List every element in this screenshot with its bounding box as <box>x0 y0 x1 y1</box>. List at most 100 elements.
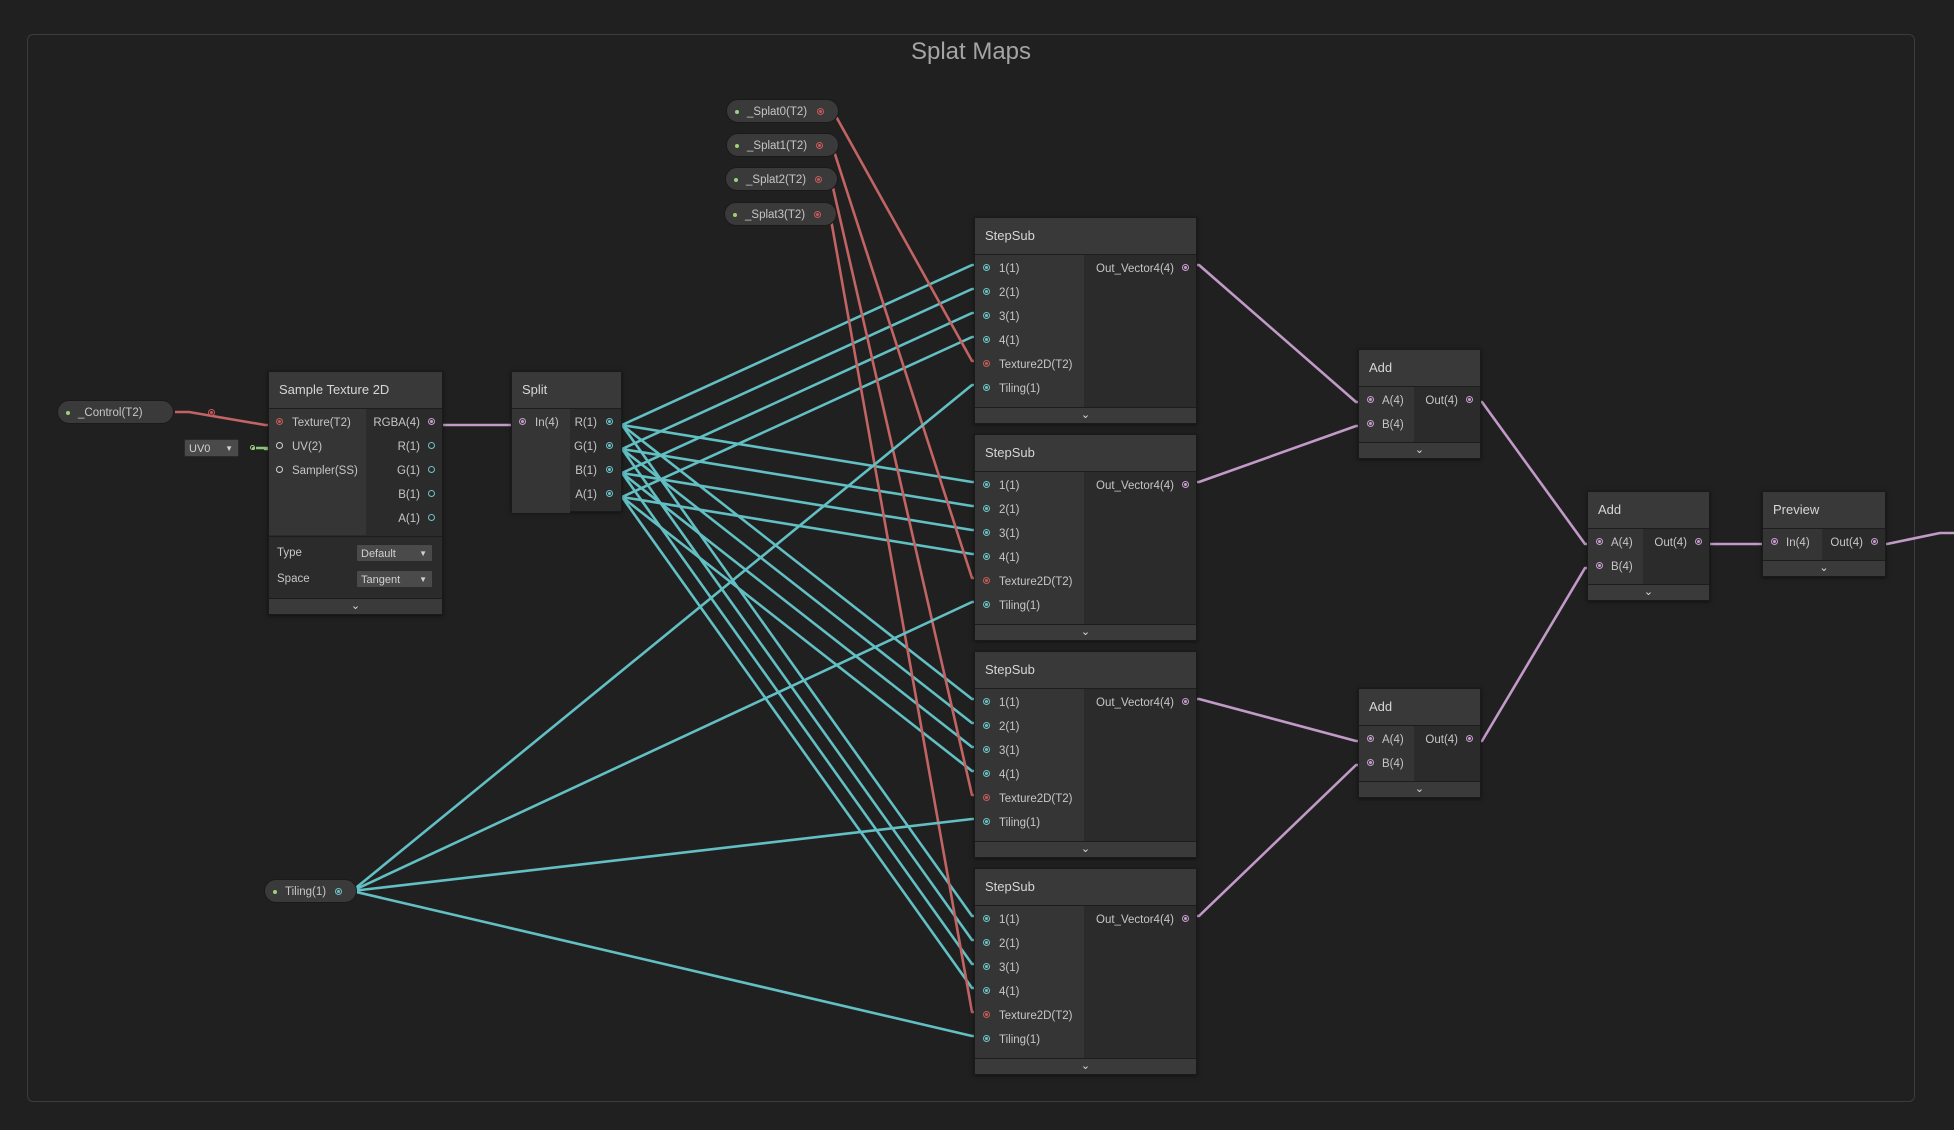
input-port-icon[interactable] <box>983 601 990 608</box>
node-title[interactable]: StepSub <box>975 652 1196 689</box>
stepsub-node-2[interactable]: StepSub 1(1) 2(1) 3(1) 4(1) Texture2D(T2… <box>974 434 1197 641</box>
input-port-icon[interactable] <box>983 818 990 825</box>
output-port-icon[interactable] <box>1182 698 1189 705</box>
wire-tiling-stepsub[interactable] <box>338 817 986 893</box>
wire-split-stepsub[interactable] <box>608 287 986 451</box>
input-port-icon[interactable] <box>983 553 990 560</box>
wire-split-stepsub[interactable] <box>608 495 986 990</box>
input-port-icon[interactable] <box>983 529 990 536</box>
input-port-icon[interactable] <box>276 466 283 473</box>
output-port-icon[interactable] <box>428 514 435 521</box>
node-title[interactable]: Split <box>512 372 621 409</box>
node-title[interactable]: StepSub <box>975 218 1196 255</box>
output-port-icon[interactable] <box>606 466 613 473</box>
node-collapse-button[interactable]: ⌄ <box>269 598 442 614</box>
input-port-icon[interactable] <box>983 312 990 319</box>
output-port-icon[interactable] <box>816 142 823 149</box>
input-port-icon[interactable] <box>983 722 990 729</box>
wire-split-stepsub[interactable] <box>608 335 986 499</box>
node-title[interactable]: Preview <box>1763 492 1885 529</box>
input-port-icon[interactable] <box>983 915 990 922</box>
wire-add-add[interactable] <box>1468 566 1599 743</box>
wire-split-stepsub[interactable] <box>608 447 986 725</box>
uv-channel-dropdown[interactable]: UV0 ▼ <box>184 439 239 457</box>
sample-texture-2d-node[interactable]: Sample Texture 2D Texture(T2) UV(2) Samp… <box>268 371 443 615</box>
input-port-icon[interactable] <box>983 481 990 488</box>
wire-tiling-stepsub[interactable] <box>338 889 986 1038</box>
node-title[interactable]: Add <box>1588 492 1709 529</box>
input-port-icon[interactable] <box>983 746 990 753</box>
input-port-icon[interactable] <box>983 264 990 271</box>
input-port-icon[interactable] <box>983 1011 990 1018</box>
output-port-icon[interactable] <box>1182 915 1189 922</box>
property-splat0[interactable]: _Splat0(T2) <box>726 99 839 123</box>
stepsub-node-4[interactable]: StepSub 1(1) 2(1) 3(1) 4(1) Texture2D(T2… <box>974 868 1197 1075</box>
output-port-icon[interactable] <box>1466 735 1473 742</box>
input-port-icon[interactable] <box>983 770 990 777</box>
wire-split-stepsub[interactable] <box>608 263 986 427</box>
input-port-icon[interactable] <box>1596 562 1603 569</box>
wire-stepsub-add[interactable] <box>1185 763 1370 918</box>
property-splat2[interactable]: _Splat2(T2) <box>725 167 838 191</box>
input-port-icon[interactable] <box>983 698 990 705</box>
output-port-icon[interactable] <box>817 108 824 115</box>
input-port-icon[interactable] <box>1596 538 1603 545</box>
node-collapse-button[interactable]: ⌄ <box>1359 781 1480 797</box>
input-port-icon[interactable] <box>1367 759 1374 766</box>
input-port-icon[interactable] <box>983 794 990 801</box>
node-title[interactable]: StepSub <box>975 435 1196 472</box>
output-port-icon[interactable] <box>428 466 435 473</box>
input-port-icon[interactable] <box>1367 735 1374 742</box>
wire-stepsub-add[interactable] <box>1185 424 1370 484</box>
add-node-3[interactable]: Add A(4) B(4) Out(4) ⌄ <box>1587 491 1710 601</box>
uv-output-port-icon[interactable] <box>250 445 255 450</box>
input-port-icon[interactable] <box>1367 420 1374 427</box>
node-collapse-button[interactable]: ⌄ <box>975 1058 1196 1074</box>
type-dropdown[interactable]: Default ▼ <box>356 544 433 562</box>
wire-splat-stepsub[interactable] <box>818 143 986 580</box>
node-title[interactable]: Add <box>1359 689 1480 726</box>
property-splat1[interactable]: _Splat1(T2) <box>726 133 839 157</box>
input-port-icon[interactable] <box>983 384 990 391</box>
property-tiling[interactable]: Tiling(1) <box>264 879 357 903</box>
node-title[interactable]: Add <box>1359 350 1480 387</box>
wire-splat-stepsub[interactable] <box>816 212 986 1014</box>
input-port-icon[interactable] <box>983 939 990 946</box>
input-port-icon[interactable] <box>983 288 990 295</box>
input-port-icon[interactable] <box>519 418 526 425</box>
input-port-icon[interactable] <box>983 505 990 512</box>
output-port-icon[interactable] <box>815 176 822 183</box>
input-port-icon[interactable] <box>276 418 283 425</box>
wire-stepsub-add[interactable] <box>1185 697 1370 743</box>
wire-split-stepsub[interactable] <box>608 495 986 773</box>
space-dropdown[interactable]: Tangent ▼ <box>356 570 433 588</box>
input-port-icon[interactable] <box>983 987 990 994</box>
node-collapse-button[interactable]: ⌄ <box>1588 584 1709 600</box>
preview-node[interactable]: Preview In(4) Out(4) ⌄ <box>1762 491 1886 577</box>
output-port-icon[interactable] <box>1466 396 1473 403</box>
input-port-icon[interactable] <box>983 336 990 343</box>
input-port-icon[interactable] <box>983 1035 990 1042</box>
split-node[interactable]: Split In(4) R(1) G(1) B(1) A(1) <box>511 371 622 513</box>
add-node-2[interactable]: Add A(4) B(4) Out(4) ⌄ <box>1358 688 1481 798</box>
wire-split-stepsub[interactable] <box>608 423 986 701</box>
output-port-icon[interactable] <box>606 490 613 497</box>
node-collapse-button[interactable]: ⌄ <box>1359 442 1480 458</box>
stepsub-node-1[interactable]: StepSub 1(1) 2(1) 3(1) 4(1) Texture2D(T2… <box>974 217 1197 424</box>
output-port-icon[interactable] <box>428 442 435 449</box>
output-port-icon[interactable] <box>335 888 342 895</box>
output-port-icon[interactable] <box>208 409 215 416</box>
input-port-icon[interactable] <box>1771 538 1778 545</box>
output-port-icon[interactable] <box>1871 538 1878 545</box>
output-port-icon[interactable] <box>1182 264 1189 271</box>
output-port-icon[interactable] <box>814 211 821 218</box>
node-title[interactable]: StepSub <box>975 869 1196 906</box>
wire-add-add[interactable] <box>1468 400 1599 546</box>
output-port-icon[interactable] <box>428 418 435 425</box>
node-title[interactable]: Sample Texture 2D <box>269 372 442 409</box>
property-splat3[interactable]: _Splat3(T2) <box>724 202 837 226</box>
node-collapse-button[interactable]: ⌄ <box>975 841 1196 857</box>
input-port-icon[interactable] <box>983 963 990 970</box>
node-collapse-button[interactable]: ⌄ <box>1763 560 1885 576</box>
node-collapse-button[interactable]: ⌄ <box>975 407 1196 423</box>
